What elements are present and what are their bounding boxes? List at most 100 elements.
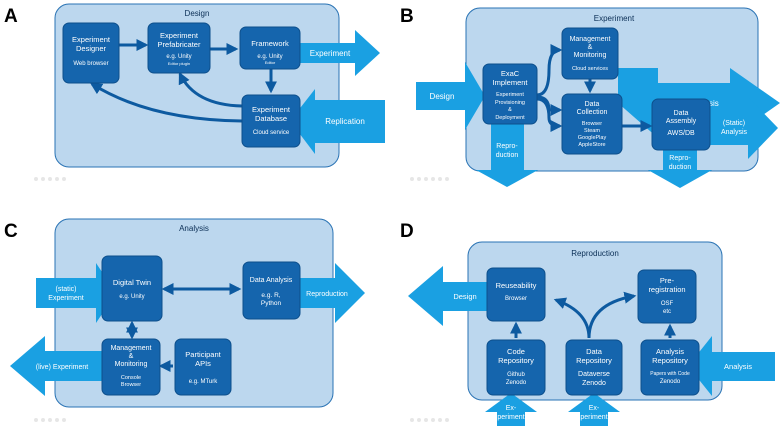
data-repo-sub-2: Zenodo — [582, 380, 606, 387]
static-analysis-label-2: Analysis — [721, 129, 748, 136]
analysis-repo-label-2: Repository — [652, 356, 688, 365]
static-analysis-arrow — [710, 97, 778, 159]
exac-sub-2: Provisioning — [495, 100, 525, 106]
reuse-sub: Browser — [505, 296, 527, 302]
experiment-prefabricater-box — [147, 22, 211, 74]
panel-analysis: C Analysis (static) Experiment Reproduct… — [4, 218, 365, 422]
prefab-label-2: Prefabricater — [158, 40, 201, 49]
static-experiment-label-2: Experiment — [48, 295, 83, 302]
panel-design: A Design Experiment Replication Experime… — [4, 3, 385, 181]
static-experiment-arrow — [36, 263, 116, 323]
data-repo-sub-1: Dataverse — [578, 371, 610, 378]
data-analysis-box — [242, 261, 301, 320]
designer-label-2: Designer — [76, 44, 107, 53]
panel-b-dots — [410, 177, 449, 181]
exac-sub-4: Deployment — [495, 115, 525, 121]
database-label-2: Database — [255, 114, 287, 123]
analysis-input-label: Analysis — [724, 362, 752, 371]
database-label-1: Experiment — [252, 105, 291, 114]
c-mgmt-sub-1: Console — [121, 375, 141, 381]
prefab-sub: e.g. Unity — [166, 54, 191, 60]
exac-to-collection-arrow-2 — [536, 97, 563, 132]
prefab-sub2: Editor plugin — [168, 61, 190, 66]
static-experiment-label-1: (static) — [56, 286, 77, 293]
collection-sub-3: GooglePlay — [578, 135, 607, 141]
design-output-arrow — [408, 266, 498, 326]
reproduction-output-arrow — [300, 263, 365, 323]
pre-registration-box — [637, 269, 697, 324]
c-mgmt-label-2: & — [129, 353, 134, 360]
live-experiment-label: (live) Experiment — [36, 364, 89, 371]
c-mgmt-label-3: Monitoring — [115, 361, 148, 368]
panel-letter-b: B — [400, 6, 414, 27]
analysis-repo-label-1: Analysis — [656, 347, 684, 356]
prereg-label-1: Pre- — [660, 276, 675, 285]
data-collection-box — [561, 93, 623, 155]
framework-box — [239, 26, 301, 70]
experiment-2-label-1: Ex- — [589, 405, 600, 412]
data-repository-box — [565, 339, 623, 396]
assembly-sub: AWS/DB — [667, 130, 695, 137]
digital-twin-box — [101, 255, 163, 322]
collection-sub-2: Steam — [584, 128, 600, 134]
analysis-repo-sub-1: Papers with Code — [650, 371, 690, 377]
experiment-designer-box — [62, 22, 120, 84]
code-repo-sub-2: Zenodo — [506, 380, 527, 386]
code-repo-sub-1: Github — [507, 372, 525, 378]
reuseability-box — [486, 267, 546, 322]
framework-sub2: Editor — [265, 60, 276, 65]
exac-label-1: ExaC — [501, 69, 520, 78]
analysis-input-arrow — [688, 336, 775, 396]
mgmt-label-2: & — [588, 44, 593, 51]
analysis-repository-box — [640, 339, 700, 396]
exac-label-2: Implement — [492, 78, 528, 87]
prefab-label-1: Experiment — [160, 31, 199, 40]
panel-reproduction: D Reproduction Design Analysis Ex- perim… — [400, 221, 775, 426]
data-repo-label-1: Data — [586, 347, 603, 356]
collection-label-2: Collection — [577, 109, 608, 116]
assembly-label-2: Assembly — [666, 118, 697, 125]
design-output-label: Design — [453, 292, 476, 301]
analysis-repo-sub-2: Zenodo — [660, 379, 681, 385]
designer-label-1: Experiment — [72, 35, 111, 44]
management-monitoring-box — [561, 27, 619, 80]
prereg-sub-1: OSF — [661, 301, 674, 307]
experiment-1-label-2: periment — [497, 414, 524, 421]
participant-label-2: APIs — [195, 359, 211, 368]
participant-sub: e.g. MTurk — [189, 379, 218, 385]
analysis-panel-title: Analysis — [179, 224, 209, 233]
data-analysis-sub-2: Python — [261, 300, 282, 307]
mgmt-label-1: Management — [570, 36, 611, 43]
static-analysis-label-1: (Static) — [723, 120, 745, 127]
exac-sub-3: & — [508, 107, 512, 113]
reproduction-1-label-2: duction — [496, 152, 519, 159]
panel-letter-d: D — [400, 221, 414, 242]
experiment-2-label-2: periment — [580, 414, 607, 421]
data-repo-label-2: Repository — [576, 356, 612, 365]
reproduction-output-label: Reproduction — [306, 291, 348, 298]
twin-sub: e.g. Unity — [119, 294, 144, 300]
panel-experiment: B Experiment Design (Live) Analysis (Sta… — [400, 6, 780, 188]
panel-a-dots — [34, 177, 66, 181]
panel-c-dots — [34, 418, 66, 422]
collection-label-1: Data — [585, 101, 600, 108]
collection-sub-4: AppleStore — [578, 142, 605, 148]
experiment-input-arrow-1 — [485, 393, 537, 426]
data-analysis-label: Data Analysis — [250, 277, 293, 284]
database-to-prefab-arrow — [178, 71, 243, 108]
reproduction-panel-title: Reproduction — [571, 249, 619, 258]
code-repo-label-1: Code — [507, 347, 525, 356]
prereg-sub-2: etc — [663, 309, 671, 315]
data-analysis-sub-1: e.g. R, — [261, 292, 280, 299]
code-repo-label-2: Repository — [498, 356, 534, 365]
exac-implement-box — [482, 63, 538, 125]
replication-input-arrow — [290, 89, 385, 154]
panel-d-dots — [410, 418, 449, 422]
design-input-arrow — [416, 62, 485, 130]
experiment-input-arrow-2 — [568, 393, 620, 426]
exac-to-mgmt-arrow — [536, 44, 563, 97]
live-experiment-arrow — [10, 336, 108, 396]
design-panel-title: Design — [185, 9, 210, 18]
data-to-prereg-arrow — [587, 291, 637, 339]
